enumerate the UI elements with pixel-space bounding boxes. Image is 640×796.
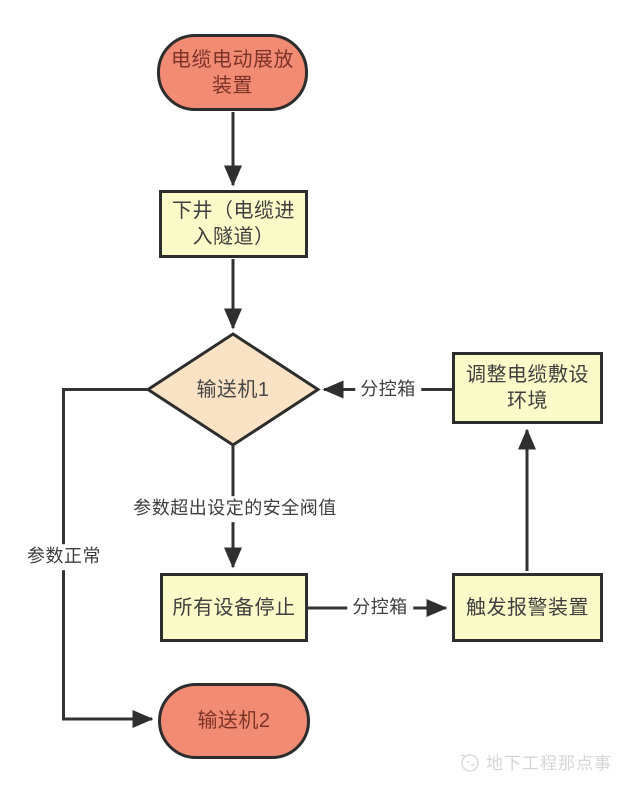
watermark: 地下工程那点事 xyxy=(457,749,612,774)
node-adjust-environment: 调整电缆敷设 环境 xyxy=(452,352,603,424)
watermark-text: 地下工程那点事 xyxy=(486,754,612,773)
node-down-well: 下井（电缆进 入隧道） xyxy=(159,190,308,258)
edge-label-subcontrol-box-top: 分控箱 xyxy=(355,377,421,403)
node-conveyor1-decision: 输送机1 xyxy=(196,378,270,401)
node-conveyor2-terminator: 输送机2 xyxy=(158,683,310,759)
node-stop-all-equipment: 所有设备停止 xyxy=(160,573,308,642)
node-trigger-alarm: 触发报警装置 xyxy=(452,573,603,642)
edge-label-subcontrol-box-bottom: 分控箱 xyxy=(347,595,413,621)
edge-label-threshold-exceeded: 参数超出设定的安全阀值 xyxy=(128,496,342,522)
edge-label-parameters-normal: 参数正常 xyxy=(22,544,106,570)
node-start-terminator: 电缆电动展放 装置 xyxy=(157,34,308,111)
watermark-mascot-icon xyxy=(460,753,479,772)
